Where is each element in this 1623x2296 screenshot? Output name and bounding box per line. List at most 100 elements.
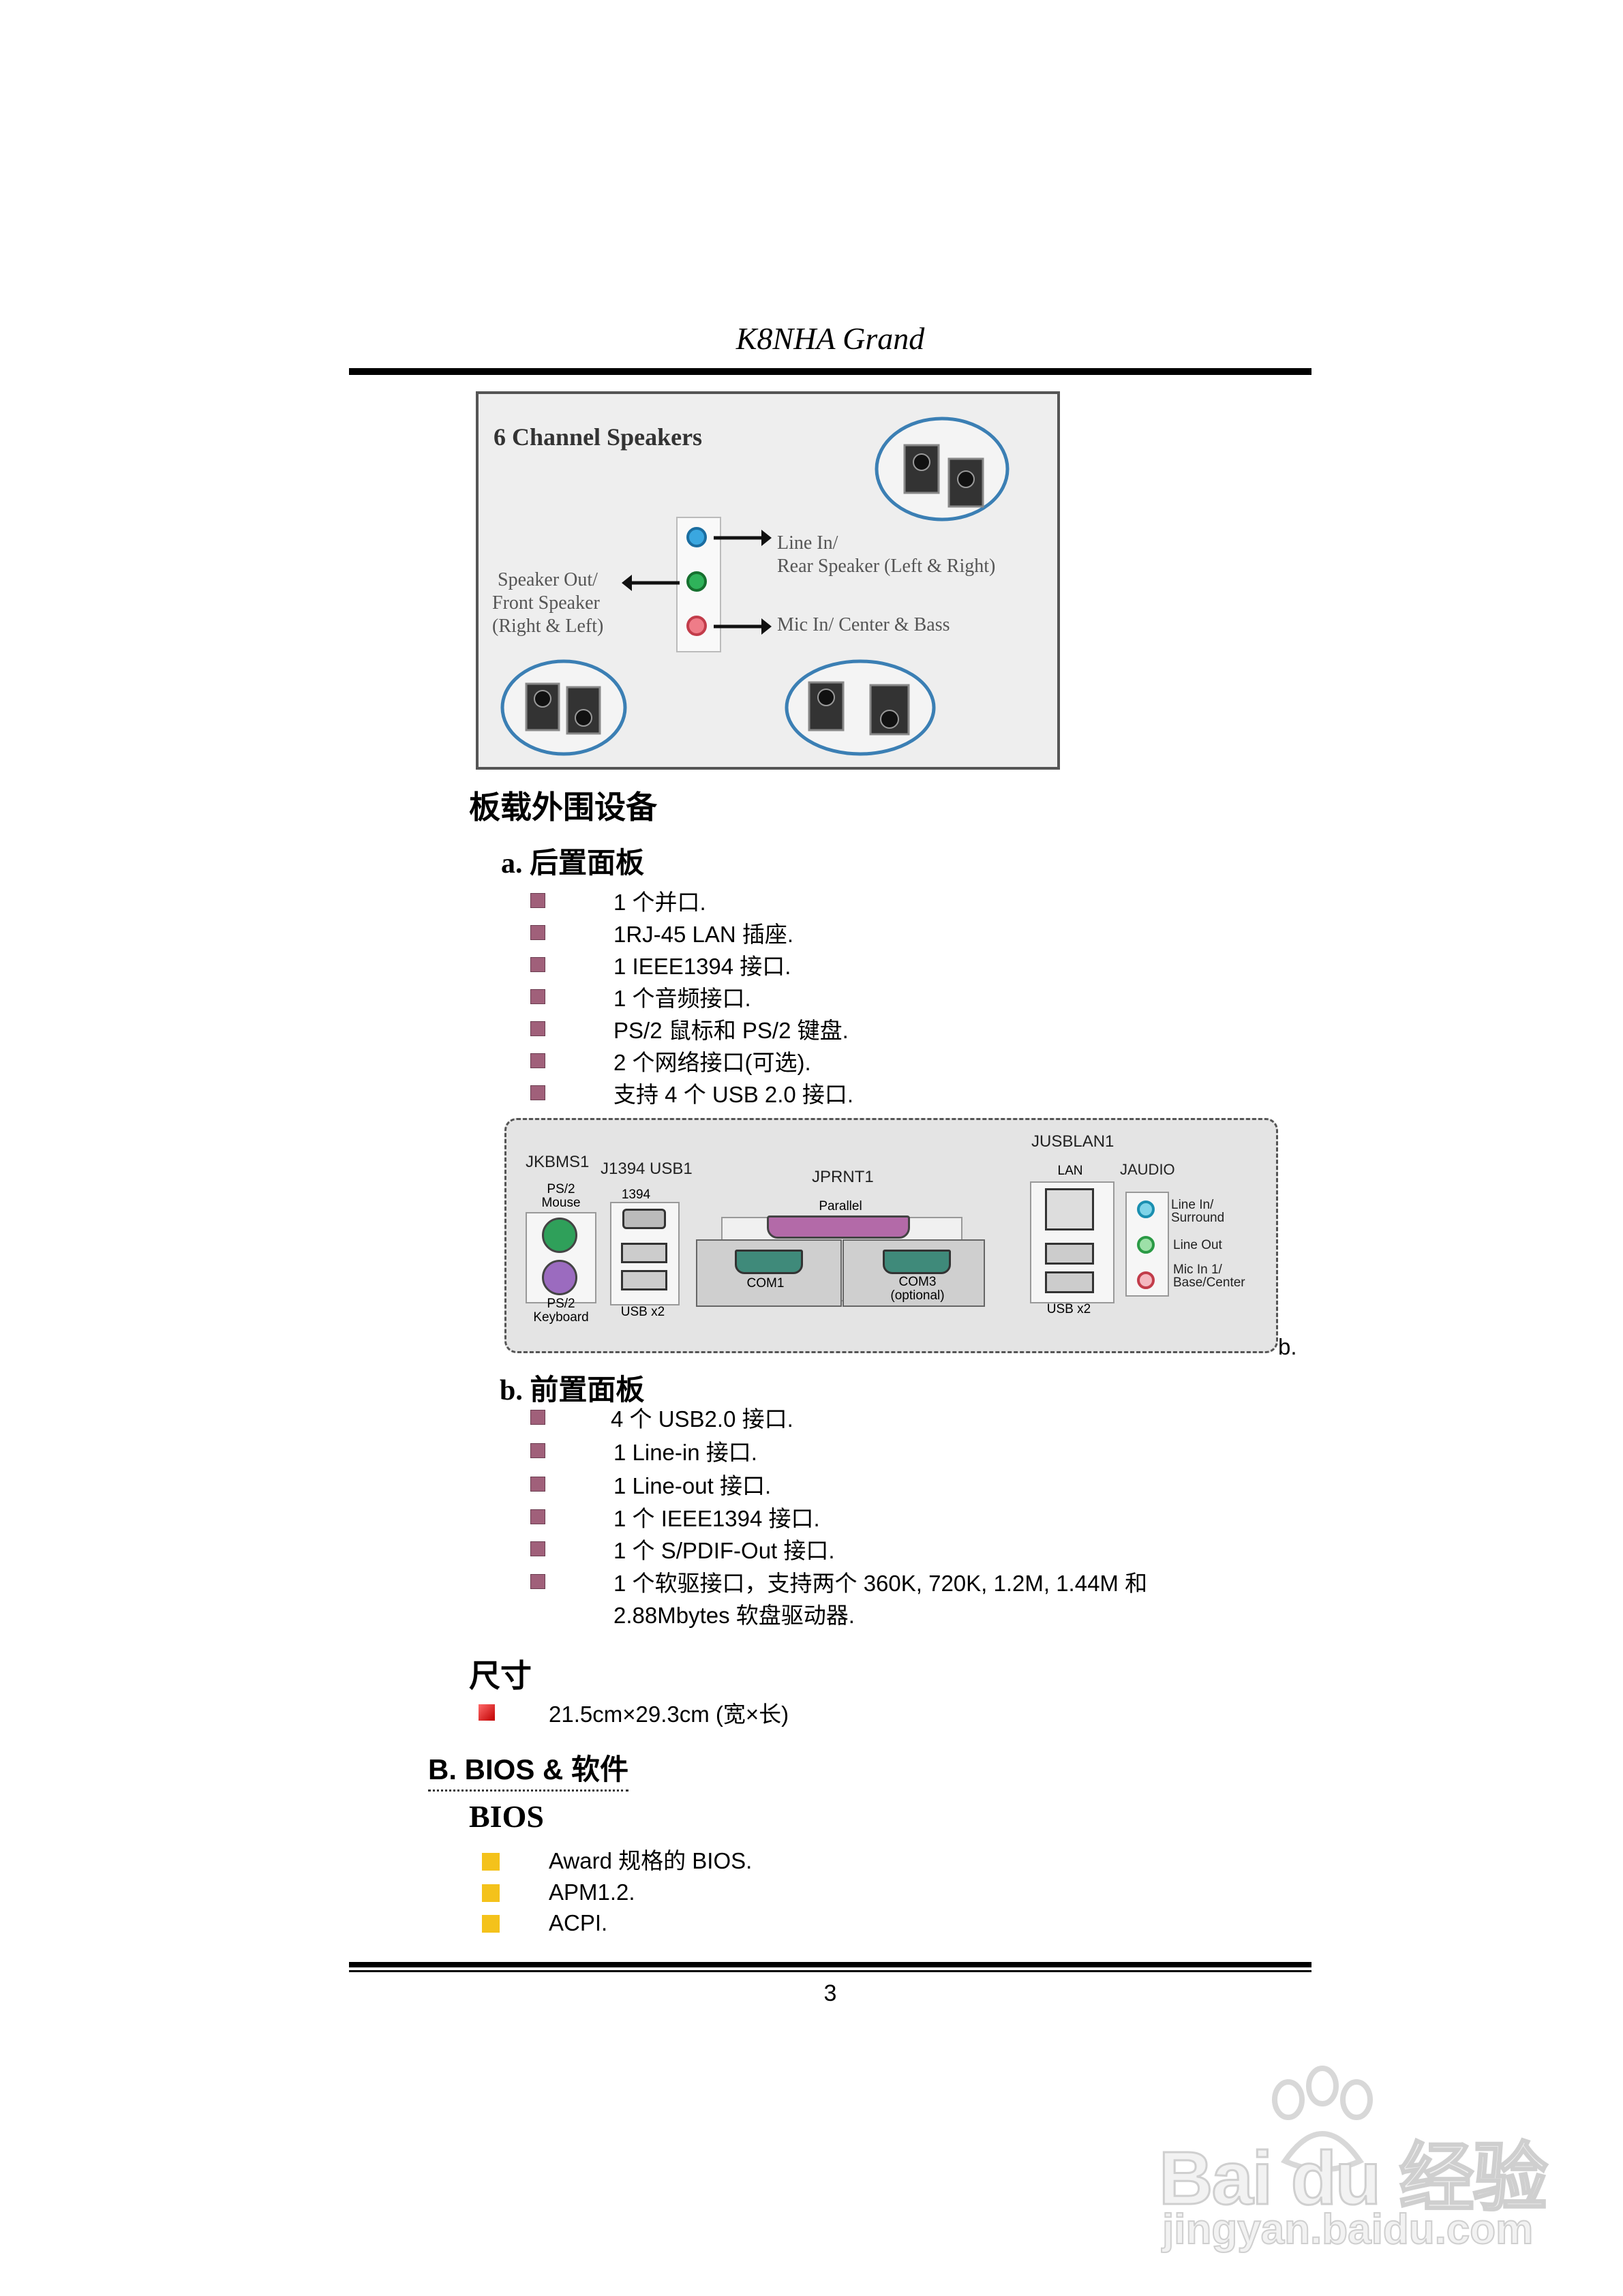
bios-software-heading: B. BIOS & 软件 [428,1747,629,1792]
list-item: 1 个音频接口. [613,986,751,1011]
rear-speaker-label: Rear Speaker (Left & Right) [777,556,996,577]
bios-software-heading-text: B. BIOS & 软件 [428,1753,629,1785]
usb-port-icon [621,1243,667,1263]
page-number: 3 [823,1980,837,2006]
page-header-title: K8NHA Grand [735,321,925,356]
line-in-surround-label: Line In/ Surround [1171,1198,1224,1224]
com1-port-icon [735,1250,803,1274]
j1394-usb1-label: J1394 USB1 [601,1160,693,1178]
ps2-mouse-port-icon [542,1218,577,1253]
onboard-heading: 板载外围设备 [469,790,657,825]
mic-in-jack-icon [1137,1271,1155,1289]
usb-port-icon [621,1270,667,1290]
list-item: 1RJ-45 LAN 插座. [613,922,794,947]
bullet-icon [530,925,545,940]
usb-port-icon [1045,1271,1094,1293]
com3-text: COM3 (optional) [890,1275,945,1303]
list-item: Award 规格的 BIOS. [549,1848,753,1873]
list-item: 1 个 S/PDIF-Out 接口. [613,1538,835,1563]
p1394-label: 1394 [621,1188,651,1202]
line-in-label: Line In/ [777,532,838,554]
speaker-out-label: Speaker Out/ [498,569,598,590]
ps2-mouse-label: PS/2 Mouse [534,1183,588,1210]
lan-label: LAN [1057,1164,1083,1178]
mic-in-jack-icon [686,616,707,636]
mic-in-base-center-label: Mic In 1/ Base/Center [1173,1263,1245,1289]
ps2-keyboard-label: PS/2 Keyboard [527,1297,595,1325]
bullet-icon [530,1085,545,1100]
speaker-figure-title: 6 Channel Speakers [494,423,703,451]
list-item: 4 个 USB2.0 接口. [611,1406,793,1432]
bullet-icon [530,1509,545,1524]
jaudio-label: JAUDIO [1120,1161,1175,1178]
bullet-icon [482,1884,500,1902]
watermark-brand: Bai du 经验 [1158,2136,1549,2222]
arrow-line-in-icon [714,530,772,546]
list-item: 2 个网络接口(可选). [613,1050,811,1075]
bullet-icon [482,1853,500,1871]
rear-speakers-image [875,417,1010,522]
center-bass-speakers-image [785,659,936,756]
usb-x2-right-label: USB x2 [1046,1302,1091,1316]
panel-side-b-label: b. [1278,1334,1297,1359]
list-item-continuation: 2.88Mbytes 软盘驱动器. [613,1603,855,1628]
list-item: PS/2 鼠标和 PS/2 键盘. [613,1018,849,1043]
line-out-jack-icon [1137,1236,1155,1254]
bullet-icon [530,1410,545,1425]
rear-io-panel-diagram: JKBMS1 PS/2 Mouse PS/2 Keyboard J1394 US… [504,1118,1278,1353]
front-panel-heading: b. 前置面板 [500,1375,645,1406]
usb-x2-left-label: USB x2 [620,1305,665,1319]
bullet-icon [530,1574,545,1589]
ps2-keyboard-port-icon [542,1260,577,1295]
jprnt1-label: JPRNT1 [812,1168,874,1186]
list-item: 支持 4 个 USB 2.0 接口. [613,1082,854,1107]
list-item: 1 Line-in 接口. [613,1440,757,1465]
mic-in-base-center-text: Mic In 1/ Base/Center [1173,1263,1245,1290]
bullet-icon [530,957,545,972]
com1-label: COM1 [746,1276,785,1290]
ps2-mouse-text: PS/2 Mouse [541,1182,581,1210]
ps2-keyboard-text: PS/2 Keyboard [533,1297,589,1325]
arrow-mic-icon [714,618,772,635]
rear-panel-heading: a. 后置面板 [501,848,645,879]
front-speakers-image [500,659,627,756]
mic-in-label: Mic In/ Center & Bass [777,614,950,635]
usb-port-icon [1045,1243,1094,1265]
bullet-icon [530,1541,545,1556]
com3-label: COM3 (optional) [880,1275,955,1303]
bullet-icon [530,1053,545,1068]
list-item: 1 个 IEEE1394 接口. [613,1506,820,1531]
parallel-port-icon [767,1215,910,1239]
list-item: 1 个软驱接口，支持两个 360K, 720K, 1.2M, 1.44M 和 [613,1571,1148,1596]
bullet-icon [530,1477,545,1492]
bullet-icon [482,1915,500,1933]
footer-rule-thick [349,1962,1311,1967]
speaker-figure: 6 Channel Speakers Line In/ Rear Speaker… [476,391,1060,770]
parallel-label: Parallel [819,1199,862,1213]
line-in-surround-jack-icon [1137,1200,1155,1218]
line-in-jack-icon [686,527,707,547]
bullet-icon [530,1021,545,1036]
rj45-port-icon [1045,1188,1094,1230]
com3-port-icon [883,1250,951,1274]
jkbms-label: JKBMS1 [526,1153,590,1171]
list-item: APM1.2. [549,1879,635,1905]
header-rule [349,368,1311,375]
list-item: 1 Line-out 接口. [613,1473,772,1498]
bios-heading: BIOS [469,1799,544,1834]
size-heading: 尺寸 [469,1659,532,1693]
baidu-paw-logo [1272,2066,1373,2173]
size-value: 21.5cm×29.3cm (宽×长) [549,1702,789,1727]
bullet-icon [479,1704,495,1721]
list-item: 1 个并口. [613,890,706,915]
bullet-icon [530,989,545,1004]
right-left-label: (Right & Left) [492,616,604,637]
front-speaker-label: Front Speaker [492,592,600,614]
ieee1394-port-icon [622,1209,666,1229]
watermark-url: jingyan.baidu.com [1162,2205,1534,2254]
list-item: ACPI. [549,1910,608,1935]
arrow-speaker-out-icon [622,575,680,591]
list-item: 1 IEEE1394 接口. [613,954,791,979]
footer-rule-thin [349,1970,1311,1972]
line-out-label: Line Out [1173,1238,1222,1252]
